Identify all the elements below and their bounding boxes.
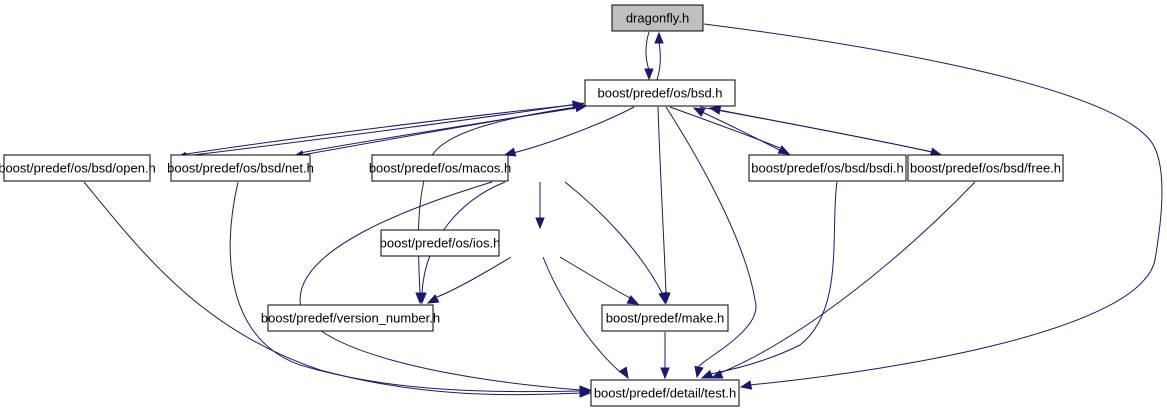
- edge-free-to-bsd: [708, 105, 941, 155]
- arrowhead-icon: [626, 295, 640, 305]
- arrowhead-icon: [417, 292, 427, 305]
- edge-ios-to-make: [559, 256, 640, 305]
- node-label: boost/predef/os/bsd.h: [597, 86, 722, 101]
- node-label: dragonfly.h: [626, 11, 689, 26]
- edge-bsd-to-open: [174, 102, 585, 162]
- edge-open-to-test: [83, 181, 592, 398]
- edge-line: [512, 106, 635, 154]
- arrowhead-icon: [618, 366, 629, 380]
- arrowhead-icon: [503, 147, 517, 157]
- edge-bsd-to-version_number: [415, 105, 585, 305]
- edge-line: [542, 256, 621, 373]
- edge-line: [299, 181, 582, 391]
- edge-line: [701, 111, 790, 156]
- edge-line: [718, 109, 941, 155]
- node-net[interactable]: boost/predef/os/bsd/net.h: [167, 154, 314, 182]
- node-label: boost/predef/detail/test.h: [594, 386, 736, 401]
- edge-line: [421, 181, 506, 294]
- arrowhead-icon: [700, 369, 714, 379]
- nodes-layer: dragonfly.h boost/predef/os/bsd.h boost/…: [0, 4, 1064, 407]
- node-label: boost/predef/os/ios.h: [380, 236, 501, 251]
- edge-macos-to-test: [299, 181, 592, 395]
- node-bsd[interactable]: boost/predef/os/bsd.h: [584, 79, 736, 107]
- arrowhead-icon: [660, 367, 670, 380]
- edge-line: [185, 104, 574, 155]
- node-label: boost/predef/os/bsd/open.h: [0, 161, 156, 176]
- edge-ios-to-test: [542, 256, 629, 380]
- edge-line: [83, 181, 582, 396]
- arrowhead-icon: [708, 105, 722, 115]
- edge-ios-to-version_number: [426, 256, 512, 304]
- node-make[interactable]: boost/predef/make.h: [601, 304, 729, 332]
- edge-line: [417, 105, 585, 294]
- node-macos[interactable]: boost/predef/os/macos.h: [369, 154, 511, 182]
- node-open[interactable]: boost/predef/os/bsd/open.h: [0, 154, 156, 182]
- edge-line: [229, 181, 582, 393]
- arrowhead-icon: [574, 102, 588, 113]
- node-label: boost/predef/os/macos.h: [369, 161, 511, 176]
- node-dragonfly[interactable]: dragonfly.h: [611, 4, 704, 32]
- edge-line: [657, 106, 667, 294]
- edge-line: [656, 41, 661, 81]
- edge-net-to-test: [229, 181, 592, 396]
- edge-line: [709, 181, 838, 375]
- arrowhead-icon: [692, 107, 706, 117]
- edge-line: [645, 31, 650, 71]
- edge-line: [559, 256, 631, 299]
- node-label: boost/predef/version_number.h: [261, 311, 440, 326]
- node-version-number[interactable]: boost/predef/version_number.h: [261, 304, 440, 332]
- edge-make-to-test: [660, 332, 670, 380]
- edge-bsdi-to-test: [700, 181, 838, 379]
- arrowhead-icon: [739, 380, 753, 390]
- edge-bsd-to-bsdi: [669, 106, 791, 155]
- edge-net-to-bsd: [299, 102, 588, 154]
- node-free[interactable]: boost/predef/os/bsd/free.h: [907, 154, 1064, 182]
- edge-bsd-to-make: [657, 106, 671, 305]
- edge-macos-to-make: [564, 181, 668, 305]
- node-label: boost/predef/os/bsd/free.h: [910, 161, 1061, 176]
- edge-line: [699, 106, 933, 153]
- edge-open-to-bsd: [185, 100, 585, 155]
- edge-line: [564, 181, 663, 294]
- edge-line: [184, 102, 585, 157]
- arrowhead-icon: [658, 291, 668, 305]
- arrowhead-icon: [426, 294, 440, 304]
- edge-macos-to-ios: [535, 182, 545, 230]
- arrowhead-icon: [710, 369, 724, 379]
- arrowhead-icon: [654, 31, 664, 44]
- node-label: boost/predef/os/bsd/bsdi.h: [751, 161, 904, 176]
- edge-dragonfly-to-test: [703, 23, 1163, 390]
- edge-bsd-to-macos: [503, 106, 635, 157]
- arrowhead-icon: [535, 217, 545, 230]
- edge-line: [665, 106, 757, 369]
- edge-line: [299, 107, 577, 154]
- edge-free-to-test: [710, 181, 976, 379]
- node-ios[interactable]: boost/predef/os/ios.h: [380, 229, 501, 257]
- node-test[interactable]: boost/predef/detail/test.h: [590, 379, 740, 407]
- edge-bsd-to-dragonfly: [654, 31, 664, 81]
- edge-bsdi-to-bsd: [692, 107, 790, 156]
- edge-line: [669, 106, 781, 149]
- arrowhead-icon: [579, 385, 592, 395]
- arrowhead-icon: [644, 68, 654, 81]
- arrowhead-icon: [694, 365, 704, 379]
- edge-line: [436, 256, 512, 298]
- edge-line: [719, 181, 976, 374]
- edge-macos-to-version_number: [417, 181, 506, 305]
- edge-dragonfly-to-bsd: [644, 31, 654, 81]
- node-label: boost/predef/os/bsd/net.h: [167, 161, 314, 176]
- node-label: boost/predef/make.h: [606, 311, 725, 326]
- arrowhead-icon: [777, 145, 791, 155]
- node-bsdi[interactable]: boost/predef/os/bsd/bsdi.h: [748, 154, 907, 182]
- edge-line: [703, 23, 1163, 386]
- edge-bsd-to-test: [665, 106, 757, 379]
